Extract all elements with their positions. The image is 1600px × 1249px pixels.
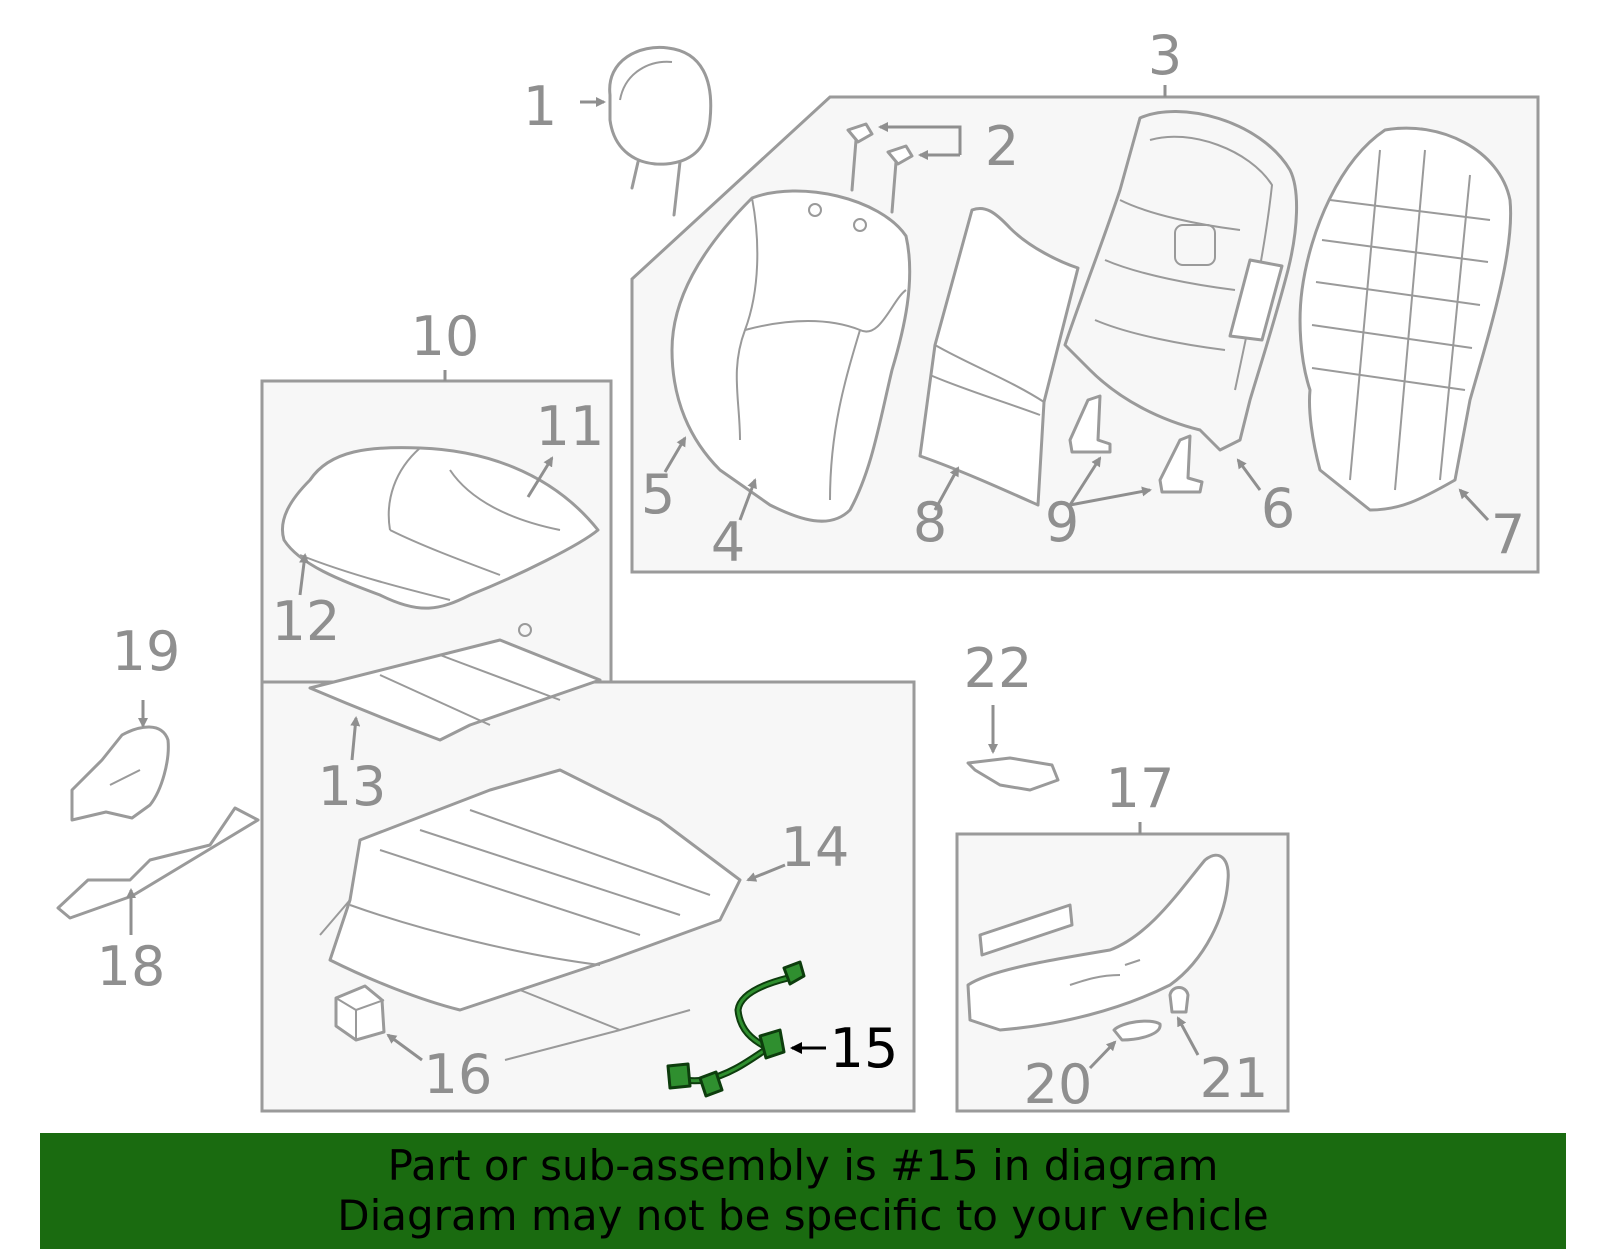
banner-line-part-number: Part or sub-assembly is #15 in diagram xyxy=(387,1141,1219,1190)
lever-part[interactable] xyxy=(1168,986,1190,1014)
headrest-guide-part[interactable] xyxy=(846,122,914,214)
seat-back-bracket-part[interactable] xyxy=(1068,394,1204,494)
callout-14[interactable]: 14 xyxy=(781,816,850,879)
seat-back-cover-part[interactable] xyxy=(670,189,912,523)
wiring-harness-part[interactable] xyxy=(666,960,806,1098)
seat-track-trim-part[interactable] xyxy=(56,806,260,920)
callout-1[interactable]: 1 xyxy=(523,75,557,138)
callout-19[interactable]: 19 xyxy=(112,620,181,683)
callout-11[interactable]: 11 xyxy=(536,395,605,458)
callout-13[interactable]: 13 xyxy=(318,755,387,818)
seat-back-frame-part[interactable] xyxy=(1063,110,1299,452)
callout-15[interactable]: 15 xyxy=(830,1017,899,1080)
callout-12[interactable]: 12 xyxy=(272,590,341,653)
callout-16[interactable]: 16 xyxy=(424,1043,493,1106)
seat-back-pad-part[interactable] xyxy=(918,206,1080,507)
callout-9[interactable]: 9 xyxy=(1045,491,1079,554)
callout-18[interactable]: 18 xyxy=(97,935,166,998)
seat-track-frame-part[interactable] xyxy=(319,768,742,1061)
callout-6[interactable]: 6 xyxy=(1261,477,1295,540)
callout-21[interactable]: 21 xyxy=(1200,1047,1269,1110)
clip-part[interactable] xyxy=(966,756,1060,792)
banner-line-disclaimer: Diagram may not be specific to your vehi… xyxy=(337,1191,1269,1240)
callout-20[interactable]: 20 xyxy=(1024,1053,1093,1116)
seat-back-board-part[interactable] xyxy=(1298,126,1513,512)
callout-10[interactable]: 10 xyxy=(411,305,480,368)
headrest-part[interactable] xyxy=(608,45,713,217)
callout-17[interactable]: 17 xyxy=(1106,757,1175,820)
seat-cushion-cover-part[interactable] xyxy=(281,446,600,610)
part-info-banner: Part or sub-assembly is #15 in diagram D… xyxy=(40,1133,1566,1249)
seat-track-cover-part[interactable] xyxy=(334,984,386,1042)
callout-4[interactable]: 4 xyxy=(711,511,745,574)
knob-part[interactable] xyxy=(1112,1019,1162,1042)
seat-cushion-pad-part[interactable] xyxy=(308,623,602,742)
callout-leaders xyxy=(126,85,1490,1070)
switch-part[interactable] xyxy=(978,903,1074,957)
callout-labels: 1 2 3 4 5 6 7 8 9 10 11 12 13 14 15 16 1… xyxy=(97,24,1526,1116)
callout-3[interactable]: 3 xyxy=(1148,24,1182,87)
callout-5[interactable]: 5 xyxy=(641,463,675,526)
seat-side-cover-part[interactable] xyxy=(966,853,1230,1032)
recliner-cover-part[interactable] xyxy=(70,725,170,822)
callout-8[interactable]: 8 xyxy=(913,491,947,554)
callout-7[interactable]: 7 xyxy=(1491,503,1525,566)
callout-22[interactable]: 22 xyxy=(964,637,1033,700)
callout-2[interactable]: 2 xyxy=(985,115,1019,178)
